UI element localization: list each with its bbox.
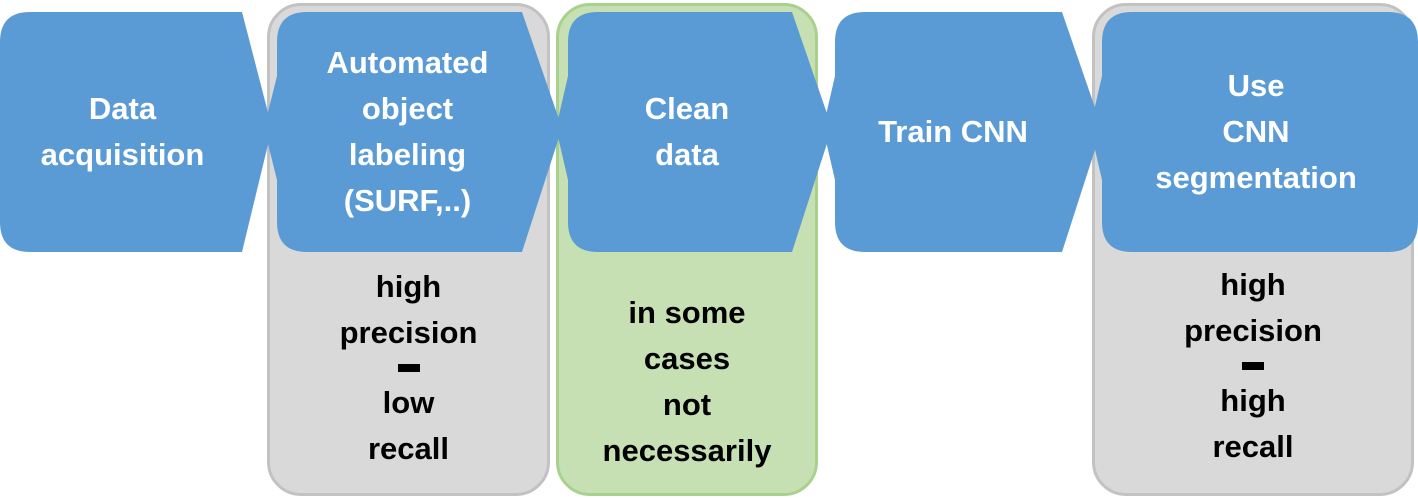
step-label-clean-data: Clean data bbox=[644, 91, 730, 172]
separator-dash bbox=[1242, 362, 1264, 370]
step-label-train-cnn: Train CNN bbox=[878, 114, 1028, 149]
segmentation-note-top: high precision bbox=[1184, 267, 1322, 348]
labeling-note-top: high precision bbox=[339, 269, 478, 350]
step-box-train-cnn bbox=[823, 12, 1102, 252]
step-box-data-acquisition bbox=[0, 12, 272, 252]
step-box-use-cnn-segmentation bbox=[1090, 12, 1418, 252]
step-label-automated-labeling: Automated object labeling (SURF,..) bbox=[326, 45, 489, 218]
clean-data-note: in some cases not necessarily bbox=[602, 295, 772, 468]
segmentation-note-bottom: high recall bbox=[1212, 383, 1294, 464]
labeling-note: high precision low recall bbox=[267, 262, 550, 474]
step-label-use-cnn-segmentation: Use CNN segmentation bbox=[1155, 68, 1357, 195]
step-box-automated-labeling bbox=[264, 12, 562, 252]
labeling-note-bottom: low recall bbox=[367, 385, 449, 466]
separator-dash bbox=[397, 364, 420, 372]
segmentation-note: high precision high recall bbox=[1092, 260, 1414, 472]
step-box-clean-data bbox=[556, 12, 832, 252]
step-label-data-acquisition: Data acquisition bbox=[40, 91, 205, 172]
